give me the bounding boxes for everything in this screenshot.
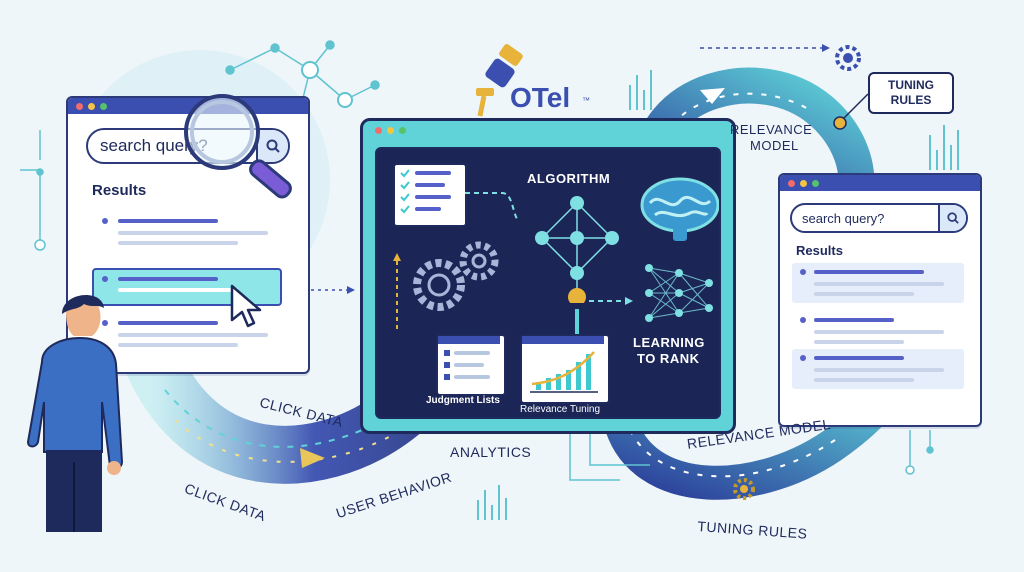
list-icon <box>438 336 500 380</box>
result-bullet <box>800 317 806 323</box>
tuning-rules-connector <box>833 93 869 130</box>
algorithm-network-icon <box>535 196 619 303</box>
close-dot <box>76 102 83 110</box>
results-heading: Results <box>92 182 147 199</box>
algorithm-label: ALGORITHM <box>527 171 611 186</box>
result-text-line <box>118 241 238 245</box>
arc-bottom-dashes <box>629 429 836 478</box>
learning-to-rank-label-1: LEARNING <box>633 335 705 350</box>
dotted-connector-head <box>347 286 355 294</box>
result-item[interactable] <box>792 349 964 389</box>
bar-decoration-bottom <box>477 485 507 520</box>
search-input-text: search query? <box>802 210 885 226</box>
result-item[interactable] <box>792 311 964 347</box>
search-button[interactable] <box>938 205 966 231</box>
circuit-lines-bottom-right <box>569 430 934 481</box>
result-bullet <box>102 276 108 282</box>
tuning-rules-box: TUNING RULES <box>868 72 954 114</box>
results-heading: Results <box>796 243 843 258</box>
gear-icon-bottom <box>733 478 755 500</box>
gear-icon <box>835 45 861 71</box>
minimize-dot <box>88 102 95 110</box>
bar-decoration-left-top <box>629 70 652 110</box>
judgment-lists-label: Judgment Lists <box>426 395 500 406</box>
relevance-tuning-card <box>520 334 610 404</box>
result-text-line <box>118 231 268 235</box>
result-text-line <box>814 368 944 372</box>
result-bullet <box>102 218 108 224</box>
arc-arrowhead <box>700 88 725 104</box>
result-text-line <box>814 330 944 334</box>
telescope-icon <box>476 44 523 117</box>
result-title-line <box>814 356 904 360</box>
left-circuit-lines <box>20 130 46 251</box>
brain-icon <box>640 177 719 241</box>
person-icon <box>26 295 124 532</box>
minimize-dot <box>387 127 394 134</box>
neural-network-icon <box>645 264 713 322</box>
result-bullet <box>102 320 108 326</box>
search-icon <box>947 212 959 224</box>
result-title-line <box>814 270 924 274</box>
tuning-rules-box-line-2: RULES <box>890 93 932 107</box>
maximize-dot <box>100 102 107 110</box>
result-text-line <box>814 292 914 296</box>
dashed-arrow-top-head <box>822 44 830 52</box>
relevance-tuning-label: Relevance Tuning <box>520 404 601 415</box>
screen-content: ALGORITHM <box>375 147 721 419</box>
judgment-lists-card <box>436 334 506 396</box>
result-bullet <box>800 355 806 361</box>
right-browser-window: search query? Results <box>778 173 982 427</box>
result-text-line <box>814 378 914 382</box>
otel-logo: OTel ™ <box>470 40 600 125</box>
search-input-text: search query? <box>100 136 208 155</box>
magnifier-icon <box>184 94 292 199</box>
maximize-dot <box>399 127 406 134</box>
flow-dashes-gold <box>174 419 411 463</box>
result-item[interactable] <box>792 263 964 303</box>
close-dot <box>375 127 382 134</box>
search-input[interactable]: search query? <box>790 203 968 233</box>
result-text-line <box>118 288 238 292</box>
network-decoration-top <box>225 40 380 111</box>
logo-tm: ™ <box>582 96 590 105</box>
minimize-dot <box>800 179 807 187</box>
close-dot <box>788 179 795 187</box>
search-icon <box>266 139 280 153</box>
analytics-label: ANALYTICS <box>450 444 532 460</box>
result-title-line <box>118 321 218 325</box>
tuning-rules-box-line-1: TUNING <box>888 78 934 92</box>
result-title-line <box>118 277 218 281</box>
bar-decoration-right <box>929 125 959 170</box>
gears-icon <box>413 241 499 311</box>
screen-titlebar <box>375 127 406 134</box>
result-text-line <box>814 340 904 344</box>
flow-arrowhead <box>300 448 325 468</box>
relevance-model-label-top-1: RELEVANCE <box>730 122 813 137</box>
result-bullet <box>800 269 806 275</box>
logo-text: OTel <box>510 82 571 113</box>
relevance-model-label-top-2: MODEL <box>750 138 799 153</box>
result-title-line <box>814 318 894 322</box>
maximize-dot <box>812 179 819 187</box>
result-item-highlighted[interactable] <box>92 268 282 306</box>
chart-icon <box>522 336 604 393</box>
learning-to-rank-label-2: TO RANK <box>637 351 700 366</box>
checklist-icon <box>393 163 467 227</box>
result-text-line <box>118 343 238 347</box>
result-text-line <box>814 282 944 286</box>
result-title-line <box>118 219 218 223</box>
cursor-icon <box>230 284 262 328</box>
window-titlebar <box>780 175 980 191</box>
result-text-line <box>118 333 268 337</box>
